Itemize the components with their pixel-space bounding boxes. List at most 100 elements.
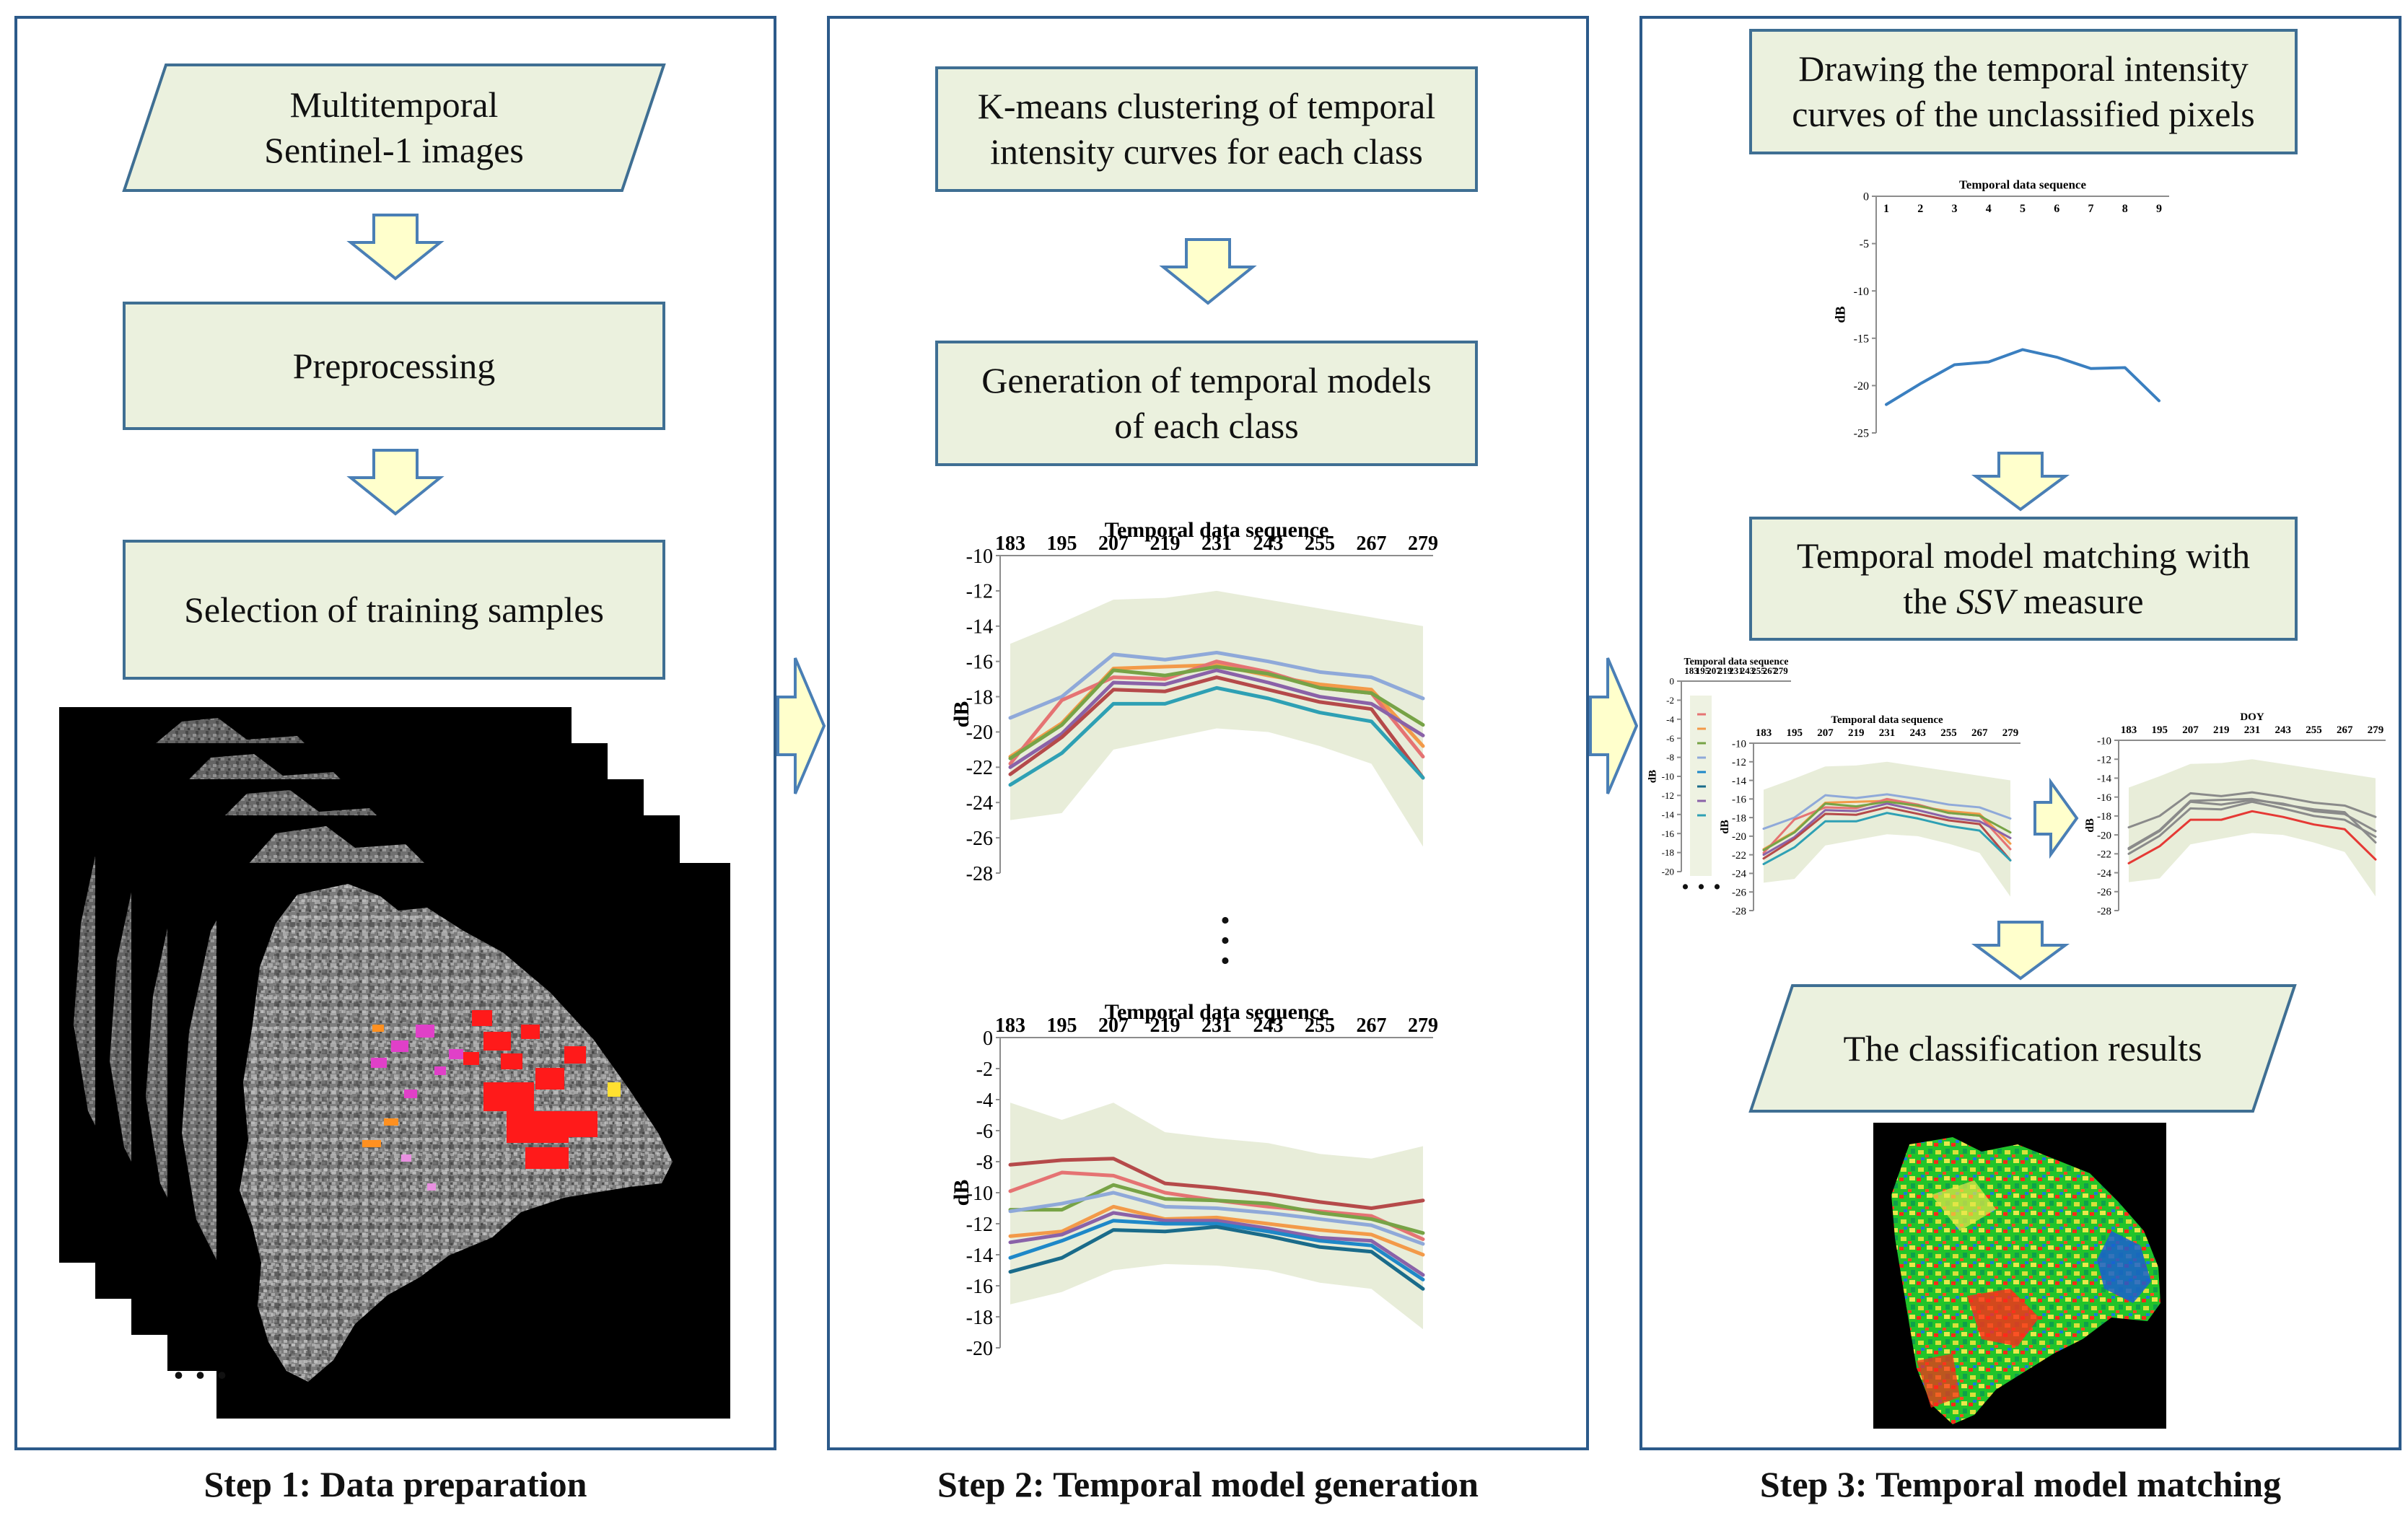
y-tick-label: -14 (2097, 773, 2111, 785)
y-tick-label: -12 (966, 581, 993, 603)
kmeans-box: K-means clustering of temporal intensity… (935, 66, 1478, 192)
y-tick-label: -6 (976, 1121, 993, 1143)
x-tick-label: 243 (1253, 1014, 1284, 1037)
x-tick-label: 8 (2122, 203, 2128, 215)
y-tick-label: -14 (966, 616, 993, 639)
y-tick-label: -4 (976, 1090, 993, 1112)
model-matching-box: Temporal model matching with the SSV mea… (1749, 517, 2298, 641)
parallelogram-shape (122, 63, 666, 192)
y-tick-label: -16 (1662, 828, 1675, 839)
x-tick-label: 279 (2368, 724, 2384, 736)
x-tick-label: 243 (1910, 727, 1927, 739)
matching-line1: Temporal model matching with (1796, 535, 2251, 576)
sentinel-image-stack (59, 707, 730, 1419)
x-tick-label: 195 (1696, 665, 1710, 676)
x-tick-label: 231 (1729, 665, 1743, 676)
chart-title: Temporal data sequence (1831, 714, 1943, 726)
x-tick-label: 279 (2002, 727, 2019, 739)
y-tick-label: -24 (2097, 868, 2111, 880)
y-tick-label: -25 (1854, 428, 1869, 440)
series-line (1762, 806, 2012, 862)
x-tick-label: 267 (1357, 532, 1387, 555)
y-tick-label: -20 (2097, 830, 2111, 841)
chart-title: Temporal data sequence (1959, 178, 2086, 192)
x-tick-label: 207 (1707, 665, 1721, 676)
matching-line2-post: measure (2014, 581, 2144, 621)
x-tick-label: 243 (2275, 724, 2292, 736)
x-tick-label: 267 (1763, 665, 1777, 676)
x-tick-label: 219 (1718, 665, 1733, 676)
y-tick-label: -20 (966, 722, 993, 744)
x-tick-label: 6 (2054, 203, 2059, 215)
training-samples-label: Selection of training samples (184, 589, 604, 630)
y-tick-label: -10 (2097, 735, 2111, 747)
ssv-term: SSV (1956, 581, 2015, 621)
y-tick-label: -20 (1854, 380, 1869, 393)
x-tick-label: 231 (1201, 532, 1232, 555)
series-line (1762, 800, 2012, 851)
y-tick-label: -16 (966, 1276, 993, 1298)
model-chart-upper: Temporal data sequencedB-10-12-14-16-18-… (950, 518, 1438, 885)
y-tick-label: -20 (1732, 831, 1746, 843)
down-arrow-icon (1971, 921, 2070, 981)
x-tick-label: 255 (1940, 727, 1957, 739)
y-tick-label: -18 (966, 686, 993, 709)
input-images-parallelogram: Multitemporal Sentinel-1 images (122, 63, 666, 192)
series-line (2127, 799, 2377, 851)
x-tick-label: 2 (1917, 203, 1923, 215)
y-tick-label: -8 (976, 1152, 993, 1174)
x-tick-label: 183 (1684, 665, 1699, 676)
series-line (2127, 810, 2377, 864)
images-ellipsis: . . . (173, 1340, 227, 1388)
x-tick-label: 267 (2337, 724, 2353, 736)
x-tick-label: 195 (2152, 724, 2168, 736)
kmeans-line2: intensity curves for each class (990, 131, 1423, 172)
y-tick-label: -8 (1666, 752, 1674, 763)
x-tick-label: 255 (1305, 532, 1335, 555)
series-line (1762, 802, 2012, 856)
unclassified-curve-chart: Temporal data sequencedB0-5-10-15-20-251… (1834, 178, 2169, 440)
y-tick-label: -28 (2097, 906, 2111, 917)
series-line (1762, 793, 2012, 830)
step3-label: Step 3: Temporal model matching (1759, 1464, 2282, 1504)
y-axis-label: dB (950, 1180, 973, 1206)
y-tick-label: -12 (1732, 757, 1746, 768)
x-tick-label: 7 (2088, 203, 2094, 215)
y-tick-label: -26 (1732, 887, 1746, 898)
y-tick-label: -10 (1732, 738, 1746, 750)
series-line (1008, 1191, 1425, 1246)
x-tick-label: 267 (1357, 1014, 1387, 1037)
x-tick-label: 195 (1047, 532, 1077, 555)
y-axis-label: dB (1719, 820, 1731, 834)
x-tick-label: 195 (1787, 727, 1803, 739)
drawing-line2: curves of the unclassified pixels (1792, 94, 2255, 134)
down-arrow-icon (346, 214, 445, 281)
series-line (2127, 800, 2377, 855)
generation-line1: Generation of temporal models (981, 360, 1432, 400)
y-axis-label: dB (1647, 770, 1659, 783)
y-tick-label: -26 (966, 828, 993, 850)
y-tick-label: -15 (1854, 333, 1869, 345)
y-tick-label: -20 (966, 1338, 993, 1360)
y-tick-label: -28 (966, 863, 993, 885)
series-line (1008, 1204, 1425, 1257)
down-arrow-icon (1971, 452, 2070, 512)
y-tick-label: -12 (966, 1214, 993, 1236)
x-tick-label: 4 (1986, 203, 1992, 215)
y-tick-label: -12 (1662, 790, 1674, 801)
x-tick-label: 183 (1756, 727, 1772, 739)
series-line (1008, 1211, 1425, 1277)
chart-title: DOY (2240, 711, 2264, 723)
x-tick-label: 279 (1774, 665, 1788, 676)
y-tick-label: -14 (966, 1245, 993, 1267)
y-tick-label: -14 (1732, 776, 1746, 787)
y-tick-label: -14 (1662, 809, 1675, 820)
x-tick-label: 231 (2244, 724, 2261, 736)
matching-line2-pre: the (1903, 581, 1956, 621)
preprocessing-label: Preprocessing (292, 345, 496, 386)
right-arrow-icon (1589, 657, 1639, 794)
series-line (1008, 665, 1425, 760)
y-tick-label: -18 (1662, 847, 1674, 858)
input-images-line1: Multitemporal (289, 84, 499, 125)
y-tick-label: -10 (966, 1183, 993, 1205)
